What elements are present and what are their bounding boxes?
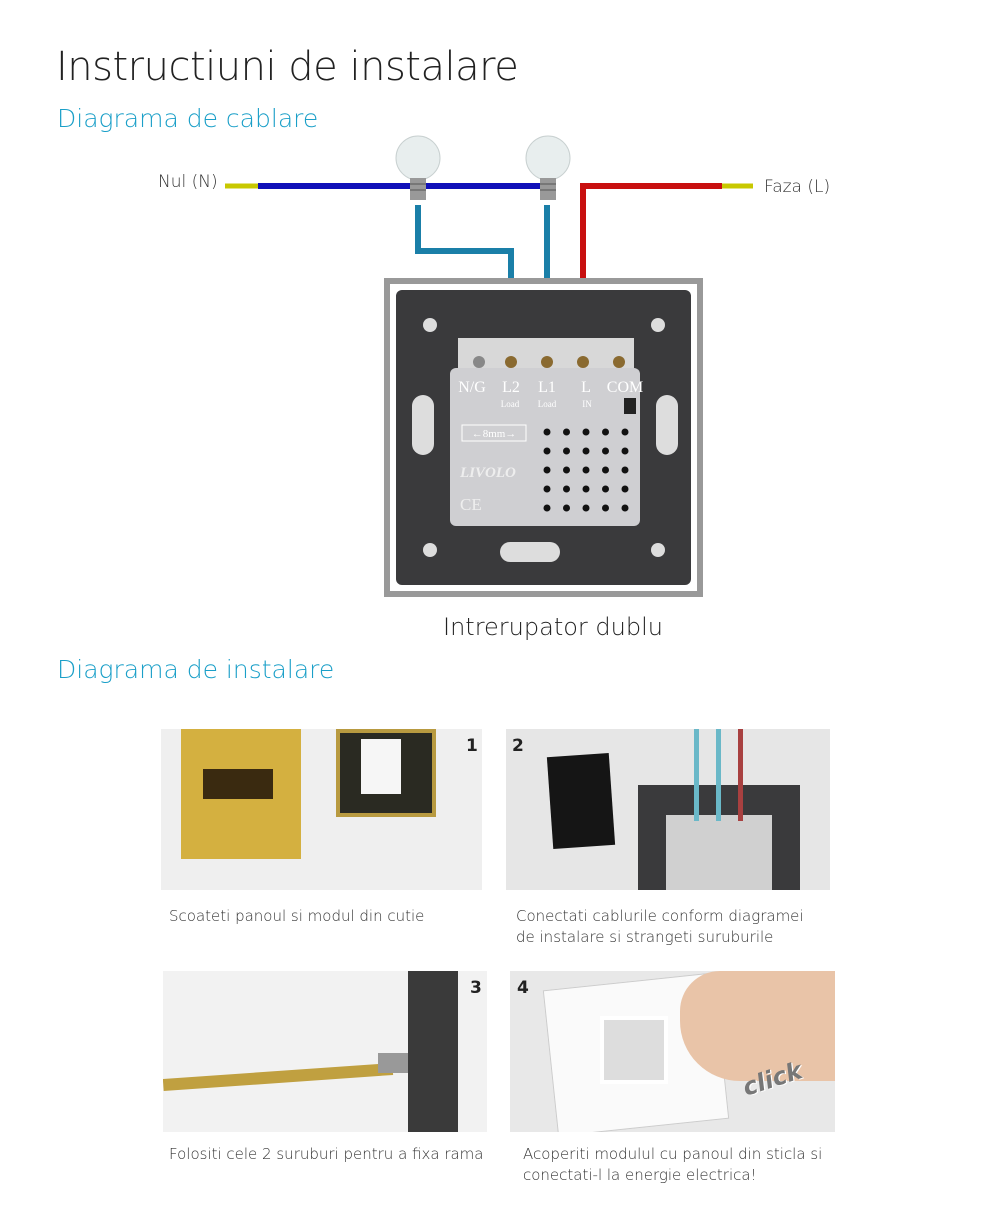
vent-hole <box>621 428 629 436</box>
step-number: 3 <box>470 978 482 998</box>
vent-hole <box>543 447 551 455</box>
wiring-diagram: N/G L2 L1 L COM Load Load IN ←8mm→ LIVOL… <box>225 135 753 597</box>
device-label: Intrerupator dublu <box>443 613 663 641</box>
vent-hole <box>602 428 609 436</box>
vent-hole <box>543 504 551 512</box>
install-heading: Diagrama de instalare <box>57 655 335 684</box>
step-4-photo: click <box>510 971 835 1132</box>
bulb-icon <box>525 135 571 200</box>
vent-hole <box>563 428 570 436</box>
terminal-label: L2 <box>502 379 520 396</box>
ce-mark: CE <box>460 495 482 514</box>
terminal-label: N/G <box>458 379 486 396</box>
terminal-label: L <box>581 379 591 396</box>
step-caption: Scoateti panoul si modul din cutie <box>169 907 425 925</box>
step-3-photo <box>163 971 487 1132</box>
vent-hole <box>582 504 590 512</box>
vent-hole <box>543 466 551 474</box>
brand-logo: LIVOLO <box>459 465 516 481</box>
vent-hole <box>602 447 609 455</box>
phase-label: Faza (L) <box>764 177 831 197</box>
vent-hole <box>543 485 551 493</box>
page-title: Instructiuni de instalare <box>56 44 519 90</box>
terminal-sub: Load <box>538 399 557 409</box>
step-number: 2 <box>512 736 524 756</box>
step-number: 1 <box>466 736 478 756</box>
vent-hole <box>543 428 551 436</box>
terminal-label: L1 <box>538 379 556 396</box>
wiring-heading: Diagrama de cablare <box>57 104 319 133</box>
vent-hole <box>602 466 609 474</box>
vent-hole <box>602 504 609 512</box>
step-2-photo <box>506 729 830 890</box>
terminal-label: COM <box>607 379 643 396</box>
vent-hole <box>563 504 570 512</box>
vent-hole <box>563 485 570 493</box>
vent-hole <box>563 466 570 474</box>
vent-hole <box>621 466 629 474</box>
step-caption: Acoperiti modulul cu panoul din sticla s… <box>523 1145 823 1184</box>
step-number: 4 <box>517 978 529 998</box>
terminal-sub: IN <box>582 399 592 409</box>
vent-holes <box>543 428 629 512</box>
step-caption: Conectati cablurile conform diagramei de… <box>516 907 804 946</box>
step-caption: Folositi cele 2 suruburi pentru a fixa r… <box>169 1145 484 1163</box>
vent-hole <box>582 428 590 436</box>
vent-hole <box>602 485 609 493</box>
vent-hole <box>621 447 629 455</box>
switch-plate: N/G L2 L1 L COM Load Load IN ←8mm→ LIVOL… <box>384 278 703 597</box>
gap-label: ←8mm→ <box>472 428 517 440</box>
terminal-sub: Load <box>501 399 520 409</box>
bulb-icon <box>395 135 441 200</box>
step-1-photo <box>161 729 482 890</box>
vent-hole <box>621 504 629 512</box>
vent-hole <box>582 447 590 455</box>
vent-hole <box>621 485 629 493</box>
vent-hole <box>582 466 590 474</box>
vent-hole <box>563 447 570 455</box>
neutral-label: Nul (N) <box>158 172 218 192</box>
vent-hole <box>582 485 590 493</box>
